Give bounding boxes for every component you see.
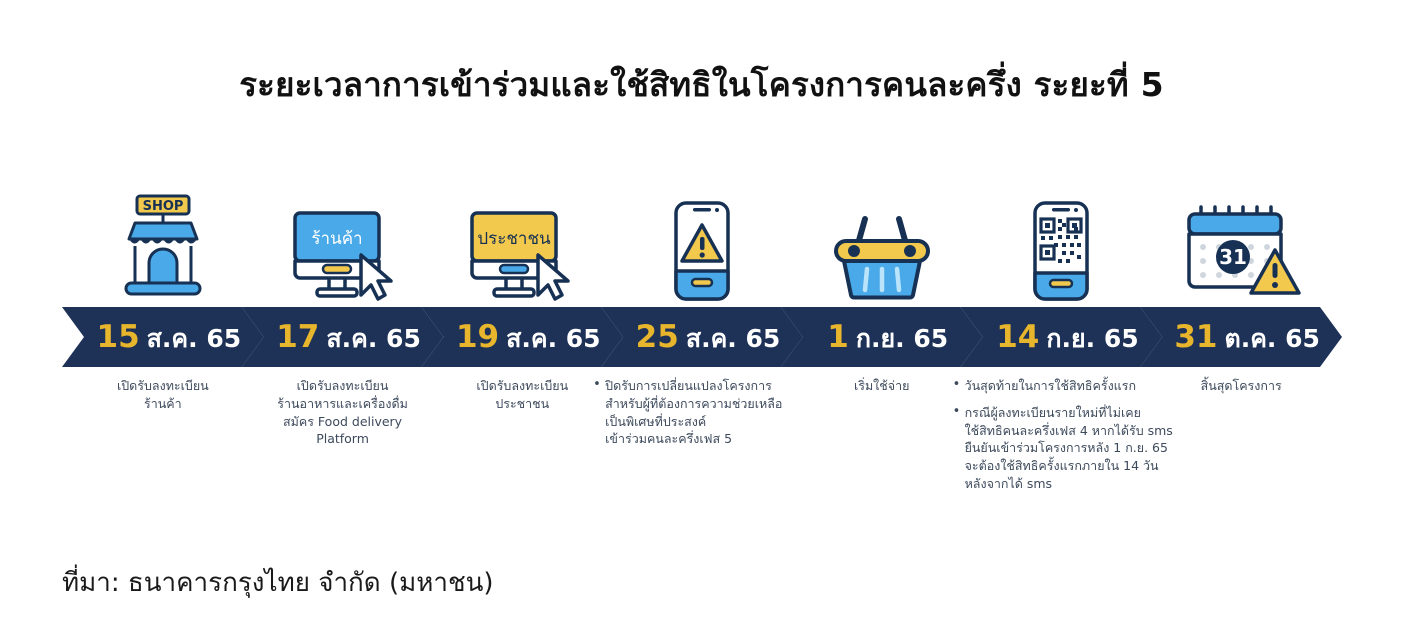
monitor-merchant-cursor-icon: ร้านค้า — [292, 211, 393, 301]
svg-text:SHOP: SHOP — [142, 199, 183, 214]
caption-line: เป็นพิเศษที่ประสงค์ — [605, 413, 707, 429]
caption-bullet: กรณีผู้ลงทะเบียนรายใหม่ที่ไม่เคยใช้สิทธิ… — [953, 403, 1225, 493]
caption-bullet: ปิดรับการเปลี่ยนแปลงโครงการสำหรับผู้ที่ต… — [593, 376, 865, 448]
date-monthyear: ก.ย. 65 — [855, 323, 949, 353]
caption-line: เปิดรับลงทะเบียน — [476, 378, 569, 393]
caption-line: เริ่มใช้จ่าย — [853, 378, 910, 393]
phone-qrcode-icon — [1033, 201, 1090, 301]
caption-bullet: วันสุดท้ายในการใช้สิทธิครั้งแรก — [953, 376, 1225, 395]
timeline-icon-wrap: 31 — [1140, 185, 1342, 303]
timeline-caption: เปิดรับลงทะเบียนร้านอาหารและเครื่องดื่มส… — [228, 377, 458, 448]
date-day: 15 — [96, 318, 140, 355]
monitor-citizen-cursor-icon: ประชาชน — [470, 211, 571, 301]
timeline-icon-wrap: SHOP — [62, 185, 264, 303]
caption-line: กรณีผู้ลงทะเบียนรายใหม่ที่ไม่เคย — [964, 404, 1141, 420]
caption-line: Platform — [316, 431, 369, 447]
timeline-caption: เปิดรับลงทะเบียนร้านค้า — [48, 377, 278, 413]
timeline-icon-wrap: ร้านค้า — [242, 185, 444, 303]
caption-line: เปิดรับลงทะเบียน — [296, 378, 389, 393]
shopping-basket-icon — [833, 216, 930, 300]
date-monthyear: ต.ค. 65 — [1224, 323, 1320, 353]
timeline-caption: เปิดรับลงทะเบียนประชาชน — [407, 377, 637, 413]
date-monthyear: ส.ค. 65 — [685, 323, 781, 353]
caption-line: เข้าร่วมคนละครึ่งเฟส 5 — [605, 431, 733, 447]
caption-line: ปิดรับการเปลี่ยนแปลงโครงการ — [605, 378, 772, 393]
page-title: ระยะเวลาการเข้าร่วมและใช้สิทธิในโครงการค… — [239, 65, 1164, 104]
phone-warning-icon — [674, 201, 730, 301]
date-day: 1 — [827, 318, 849, 355]
caption-line: ใช้สิทธิคนละครึ่งเฟส 4 หากได้รับ sms — [964, 422, 1173, 438]
date-day: 25 — [635, 318, 679, 355]
caption-line: จะต้องใช้สิทธิครั้งแรกภายใน 14 วัน — [964, 458, 1159, 473]
shop-storefront-icon: SHOP — [124, 194, 202, 296]
date-day: 19 — [455, 318, 500, 355]
caption-line: หลังจากได้ sms — [964, 475, 1053, 491]
caption-line: เปิดรับลงทะเบียน — [116, 378, 209, 393]
timeline-icon-wrap: ประชาชน — [421, 185, 623, 303]
svg-text:ประชาชน: ประชาชน — [478, 229, 552, 249]
caption-line: ร้านอาหารและเครื่องดื่ม — [277, 395, 408, 411]
caption-line: วันสุดท้ายในการใช้สิทธิครั้งแรก — [964, 378, 1137, 393]
timeline-segment: 14ก.ย. 65 วันสุดท้ายในการใช้สิทธิครั้งแรก… — [953, 185, 1173, 515]
caption-line: สมัคร Food delivery — [283, 413, 403, 429]
date-monthyear: ก.ย. 65 — [1046, 323, 1139, 353]
caption-line: ร้านค้า — [144, 395, 182, 411]
timeline-caption: เริ่มใช้จ่าย — [767, 377, 997, 395]
caption-line: ยืนยันเข้าร่วมโครงการหลัง 1 ก.ย. 65 — [964, 440, 1168, 456]
date-day: 14 — [996, 318, 1040, 355]
calendar-warning-icon: 31 — [1187, 205, 1301, 295]
timeline-icon-wrap — [781, 185, 983, 303]
timeline-caption: ปิดรับการเปลี่ยนแปลงโครงการสำหรับผู้ที่ต… — [579, 376, 865, 448]
date-day: 31 — [1174, 318, 1218, 355]
timeline-icon-wrap — [961, 185, 1163, 303]
date-day: 17 — [276, 318, 320, 355]
date-monthyear: ส.ค. 65 — [146, 323, 242, 353]
date-monthyear: ส.ค. 65 — [506, 323, 601, 353]
date-monthyear: ส.ค. 65 — [326, 323, 421, 353]
timeline-segment: 25ส.ค. 65 ปิดรับการเปลี่ยนแปลงโครงการสำหร… — [593, 185, 803, 515]
svg-text:ร้านค้า: ร้านค้า — [311, 229, 362, 249]
timeline-caption: วันสุดท้ายในการใช้สิทธิครั้งแรกกรณีผู้ลง… — [939, 376, 1225, 493]
timeline-icon-wrap — [601, 185, 803, 303]
svg-text:31: 31 — [1219, 245, 1247, 269]
caption-line: ประชาชน — [495, 395, 550, 411]
caption-line: สำหรับผู้ที่ต้องการความช่วยเหลือ — [605, 395, 783, 411]
source-credit: ที่มา: ธนาคารกรุงไทย จำกัด (มหาชน) — [62, 568, 494, 598]
